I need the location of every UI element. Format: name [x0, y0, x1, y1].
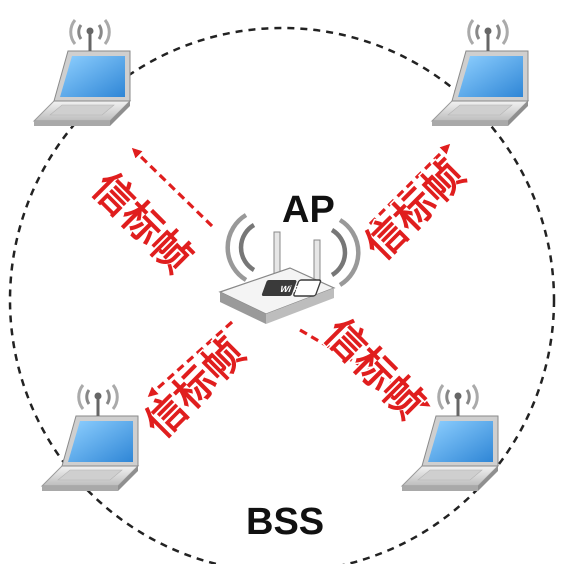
station-laptop-top-left — [32, 18, 132, 128]
beacon-label-top-right: 信标帧 — [357, 152, 474, 269]
beacon-label-top-left: 信标帧 — [83, 165, 200, 282]
access-point-router: Wi Fi — [218, 213, 361, 324]
wifi-badge-text: Wi Fi — [279, 284, 304, 294]
ap-label: AP — [282, 189, 335, 231]
beacon-arrow-bottom-left — [147, 320, 234, 397]
bss-label: BSS — [246, 501, 324, 543]
beacon-arrow-bottom-right — [299, 328, 431, 407]
station-laptop-top-right — [430, 18, 530, 128]
bss-boundary-circle — [8, 26, 556, 564]
beacon-arrow-top-right — [368, 143, 451, 226]
beacon-label-bottom-right: 信标帧 — [315, 311, 432, 428]
beacon-label-bottom-left: 信标帧 — [137, 330, 254, 447]
beacon-arrow-top-left — [131, 147, 214, 228]
station-laptop-bottom-left — [40, 383, 140, 493]
beacon-arrows — [131, 143, 451, 407]
